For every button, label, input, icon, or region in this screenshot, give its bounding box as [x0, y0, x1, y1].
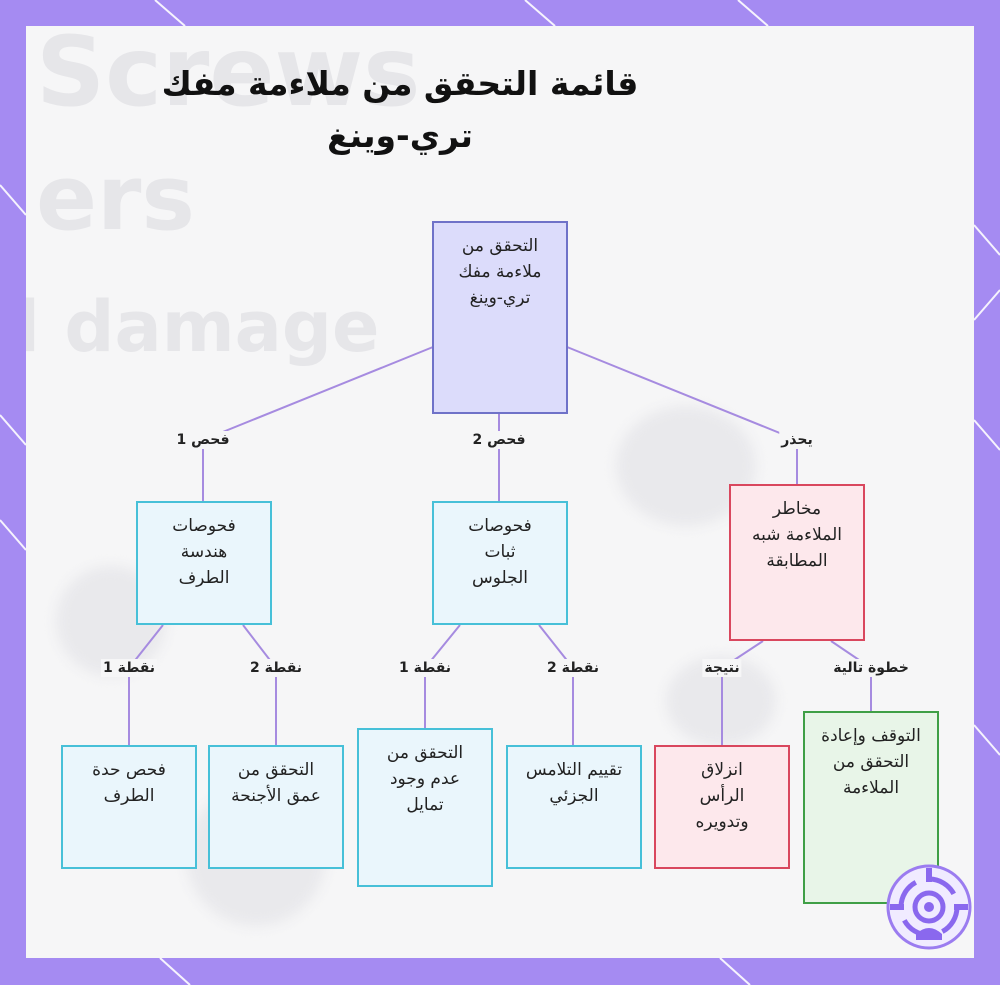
node-tip-label: فحص حدة الطرف	[92, 760, 166, 806]
edge-label-point1: نقطة 1	[100, 659, 158, 677]
edge-stability-contact	[538, 624, 574, 746]
node-root-label: التحقق من ملاءمة مفك تري-وينغ	[458, 236, 542, 308]
node-rocking-check: التحقق من عدم وجود تمايل	[357, 728, 493, 887]
edge-stability-rocking	[424, 624, 461, 729]
title-line-2: تري-وينغ	[327, 116, 473, 155]
background-word: ers	[36, 146, 195, 251]
edge-risks-slip	[721, 640, 764, 746]
edge-root-risks	[566, 346, 798, 485]
edge-label-check2: فحص 2	[470, 431, 528, 449]
edge-label-point1: نقطة 1	[396, 659, 454, 677]
edge-label-point2: نقطة 2	[247, 659, 305, 677]
background-word: l damage	[26, 286, 380, 368]
node-slip-label: انزلاق الرأس وتدويره	[695, 760, 749, 832]
edge-geometry-wings	[242, 624, 277, 746]
node-slip-result: انزلاق الرأس وتدويره	[654, 745, 790, 869]
node-geometry-checks: فحوصات هندسة الطرف	[136, 501, 272, 625]
edge-label-next-step: خطوة تالية	[831, 659, 911, 677]
node-tip-check: فحص حدة الطرف	[61, 745, 197, 869]
edge-label-result: نتيجة	[702, 659, 742, 677]
node-root: التحقق من ملاءمة مفك تري-وينغ	[432, 221, 568, 414]
node-fit-risks: مخاطر الملاءمة شبه المطابقة	[729, 484, 865, 641]
node-rocking-label: التحقق من عدم وجود تمايل	[386, 743, 464, 815]
background-word: Screws	[36, 26, 421, 128]
edge-label-point2: نقطة 2	[544, 659, 602, 677]
edge-root-geometry	[202, 346, 434, 502]
edge-geometry-tip	[128, 624, 164, 746]
node-stop-label: التوقف وإعادة التحقق من الملاءمة	[821, 726, 921, 798]
diagram-title: قائمة التحقق من ملاءمة مفك تري-وينغ	[150, 58, 650, 162]
node-contact-label: تقييم التلامس الجزئي	[525, 760, 623, 806]
target-icon	[886, 864, 972, 950]
node-wings-check: التحقق من عمق الأجنحة	[208, 745, 344, 869]
edge-label-check1: فحص 1	[174, 431, 232, 449]
edge-label-beware: يحذر	[779, 431, 815, 449]
node-geometry-label: فحوصات هندسة الطرف	[172, 516, 236, 588]
node-risks-label: مخاطر الملاءمة شبه المطابقة	[752, 499, 842, 571]
title-line-1: قائمة التحقق من ملاءمة مفك	[161, 64, 639, 103]
node-wings-label: التحقق من عمق الأجنحة	[231, 760, 321, 806]
node-stability-label: فحوصات ثبات الجلوس	[468, 516, 532, 588]
node-contact-check: تقييم التلامس الجزئي	[506, 745, 642, 869]
node-stability-checks: فحوصات ثبات الجلوس	[432, 501, 568, 625]
